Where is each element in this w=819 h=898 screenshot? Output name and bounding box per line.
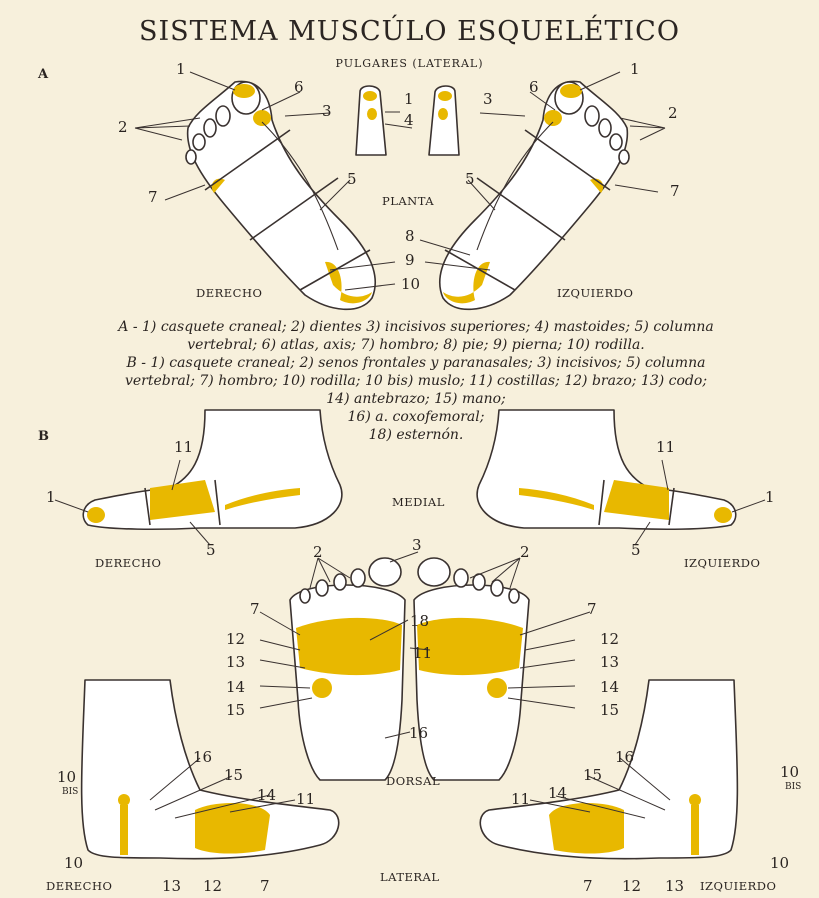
plantar-foot-left xyxy=(440,81,629,309)
label-1-medial-right: 1 xyxy=(46,490,56,505)
medial-label: MEDIAL xyxy=(392,497,445,509)
thumbs-subtitle: PULGARES (LATERAL) xyxy=(0,58,819,69)
label-13-dorsal-right: 13 xyxy=(226,655,245,670)
label-14-dorsal-left: 14 xyxy=(600,680,619,695)
legend-a-line-2: vertebral; 6) atlas, axis; 7) hombro; 8)… xyxy=(46,336,786,354)
label-18: 18 xyxy=(410,614,429,629)
label-1-left: 1 xyxy=(630,62,640,77)
label-13-lateral-left: 13 xyxy=(665,879,684,894)
label-11-medial-left: 11 xyxy=(656,440,675,455)
legend-b-line-2: vertebral; 7) hombro; 10) rodilla; 10 bi… xyxy=(46,372,786,390)
label-16-dorsal: 16 xyxy=(409,726,428,741)
page-title: SISTEMA MUSCÚLO ESQUELÉTICO xyxy=(0,18,819,45)
label-10-a: 10 xyxy=(401,277,420,292)
label-2-dorsal-left: 2 xyxy=(520,545,530,560)
label-1-medial-left: 1 xyxy=(765,490,775,505)
label-14-lateral-right: 14 xyxy=(257,788,276,803)
label-1-right: 1 xyxy=(176,62,186,77)
bis-lateral-right: BIS xyxy=(62,788,78,797)
dorsal-foot-right xyxy=(290,558,405,780)
legend-b-line-1: B - 1) casquete craneal; 2) senos fronta… xyxy=(46,354,786,372)
label-11-lateral-left: 11 xyxy=(511,792,530,807)
section-b-letter: B xyxy=(38,430,49,443)
legend-b-line-4: 16) a. coxofemoral; xyxy=(46,408,786,426)
label-2-right: 2 xyxy=(118,120,128,135)
label-1-thumb: 1 xyxy=(404,92,414,107)
label-7-right: 7 xyxy=(148,190,158,205)
planta-label: PLANTA xyxy=(382,196,434,208)
label-15-dorsal-left: 15 xyxy=(600,703,619,718)
label-13-dorsal-left: 13 xyxy=(600,655,619,670)
label-5-medial-left: 5 xyxy=(631,543,641,558)
lateral-label: LATERAL xyxy=(380,872,439,884)
label-10-lateral-right: 10 xyxy=(57,770,76,785)
label-15-lateral-right: 15 xyxy=(224,768,243,783)
right-foot-label-a: DERECHO xyxy=(196,288,262,300)
label-5-left: 5 xyxy=(465,172,475,187)
right-foot-label-b: DERECHO xyxy=(95,558,161,570)
legend: A - 1) casquete craneal; 2) dientes 3) i… xyxy=(46,318,786,444)
label-5-right: 5 xyxy=(347,172,357,187)
label-11-medial-right: 11 xyxy=(174,440,193,455)
label-12-dorsal-right: 12 xyxy=(226,632,245,647)
label-7-dorsal-left: 7 xyxy=(587,602,597,617)
label-15-dorsal-right: 15 xyxy=(226,703,245,718)
label-12-lateral-right: 12 xyxy=(203,879,222,894)
label-2-left: 2 xyxy=(668,106,678,121)
bis-lateral-left: BIS xyxy=(785,783,801,792)
label-10-bottom-left: 10 xyxy=(770,856,789,871)
label-15-lateral-left: 15 xyxy=(583,768,602,783)
left-foot-label-a: IZQUIERDO xyxy=(557,288,633,300)
label-14-dorsal-right: 14 xyxy=(226,680,245,695)
label-12-dorsal-left: 12 xyxy=(600,632,619,647)
label-5-medial-right: 5 xyxy=(206,543,216,558)
section-a-letter: A xyxy=(38,68,48,81)
label-10-bottom-right: 10 xyxy=(64,856,83,871)
left-foot-label-lateral: IZQUIERDO xyxy=(700,881,776,893)
plantar-foot-right xyxy=(186,81,375,309)
right-foot-label-lateral: DERECHO xyxy=(46,881,112,893)
label-7-dorsal-right: 7 xyxy=(250,602,260,617)
label-7-lateral-right: 7 xyxy=(260,879,270,894)
label-6-left: 6 xyxy=(529,80,539,95)
label-6-right: 6 xyxy=(294,80,304,95)
legend-a-line-1: A - 1) casquete craneal; 2) dientes 3) i… xyxy=(46,318,786,336)
label-7-lateral-left: 7 xyxy=(583,879,593,894)
label-4-thumb: 4 xyxy=(404,113,414,128)
label-11-lateral-right: 11 xyxy=(296,792,315,807)
label-13-lateral-right: 13 xyxy=(162,879,181,894)
dorsal-foot-left xyxy=(414,558,529,780)
left-foot-label-b: IZQUIERDO xyxy=(684,558,760,570)
label-10-lateral-left: 10 xyxy=(780,765,799,780)
label-3-right: 3 xyxy=(322,104,332,119)
label-9: 9 xyxy=(405,253,415,268)
label-16-lateral-left: 16 xyxy=(615,750,634,765)
label-14-lateral-left: 14 xyxy=(548,786,567,801)
label-3-left: 3 xyxy=(483,92,493,107)
label-11-dorsal: 11 xyxy=(413,646,432,661)
label-12-lateral-left: 12 xyxy=(622,879,641,894)
dorsal-label: DORSAL xyxy=(386,776,440,788)
label-3-dorsal: 3 xyxy=(412,538,422,553)
label-8: 8 xyxy=(405,229,415,244)
legend-b-line-3: 14) antebrazo; 15) mano; xyxy=(46,390,786,408)
label-16-lateral-right: 16 xyxy=(193,750,212,765)
label-2-dorsal-right: 2 xyxy=(313,545,323,560)
label-7-left: 7 xyxy=(670,184,680,199)
